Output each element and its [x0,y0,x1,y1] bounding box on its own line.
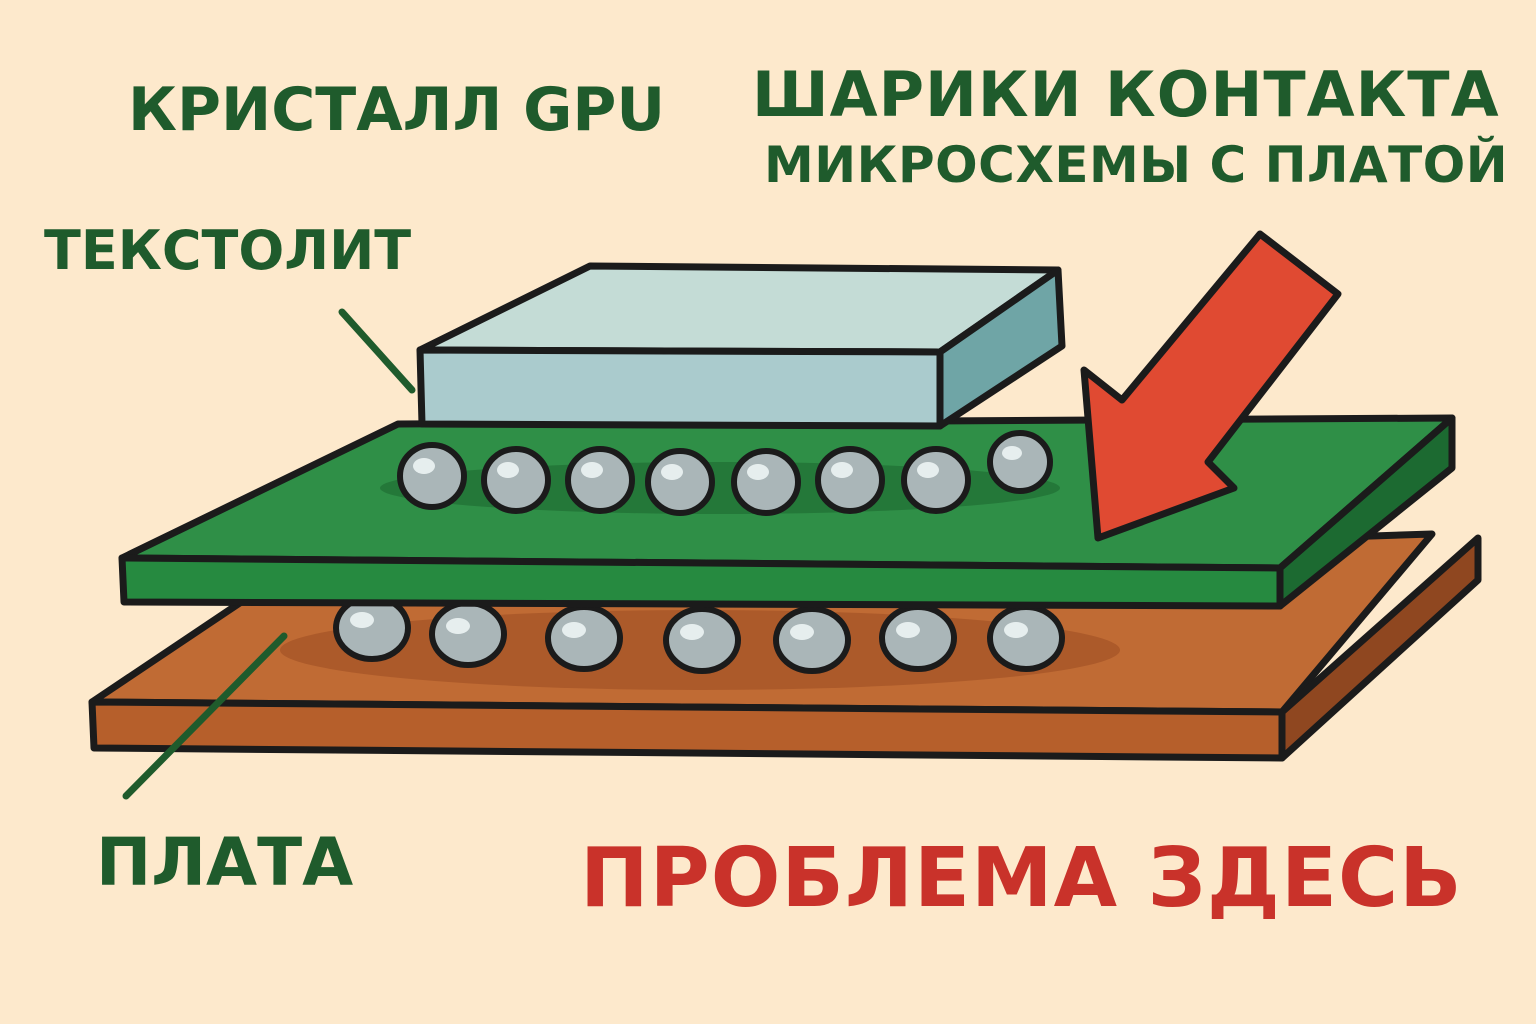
board-leader-line [122,632,288,800]
solder-ball [545,604,623,672]
solder-ball [397,442,467,510]
solder-ball [901,446,971,514]
board-label: ПЛАТА [96,824,354,901]
solder-ball [481,446,551,514]
lower-solder-balls [333,594,1065,674]
problem-arrow-icon [1080,230,1342,542]
solder-ball [645,448,715,516]
solder-ball [333,594,411,662]
upper-solder-balls [397,430,1053,516]
die-front-face [416,346,944,430]
solder-balls-label-line1: ШАРИКИ КОНТАКТА [752,58,1500,131]
substrate-side-face [1276,414,1456,610]
solder-ball [773,606,851,674]
solder-ball [429,600,507,668]
substrate-front-face [118,554,1284,610]
solder-ball [565,446,635,514]
textolite-label: ТЕКСТОЛИТ [44,219,412,282]
textolite-leader-line [338,308,416,394]
solder-ball [663,606,741,674]
die-side-face [936,266,1066,430]
gpu-die [416,262,1066,430]
solder-ball [731,448,801,516]
gpu-die-label: КРИСТАЛЛ GPU [128,75,666,145]
solder-ball [815,446,885,514]
solder-ball [987,430,1053,494]
solder-ball [987,604,1065,672]
board-side-face [1278,534,1482,762]
solder-balls-label-line2: МИКРОСХЕМЫ С ПЛАТОЙ [764,136,1509,194]
problem-here-label: ПРОБЛЕМА ЗДЕСЬ [580,831,1463,926]
substrate-layer [118,414,1456,610]
solder-ball [879,604,957,672]
board-front-face [88,698,1286,762]
